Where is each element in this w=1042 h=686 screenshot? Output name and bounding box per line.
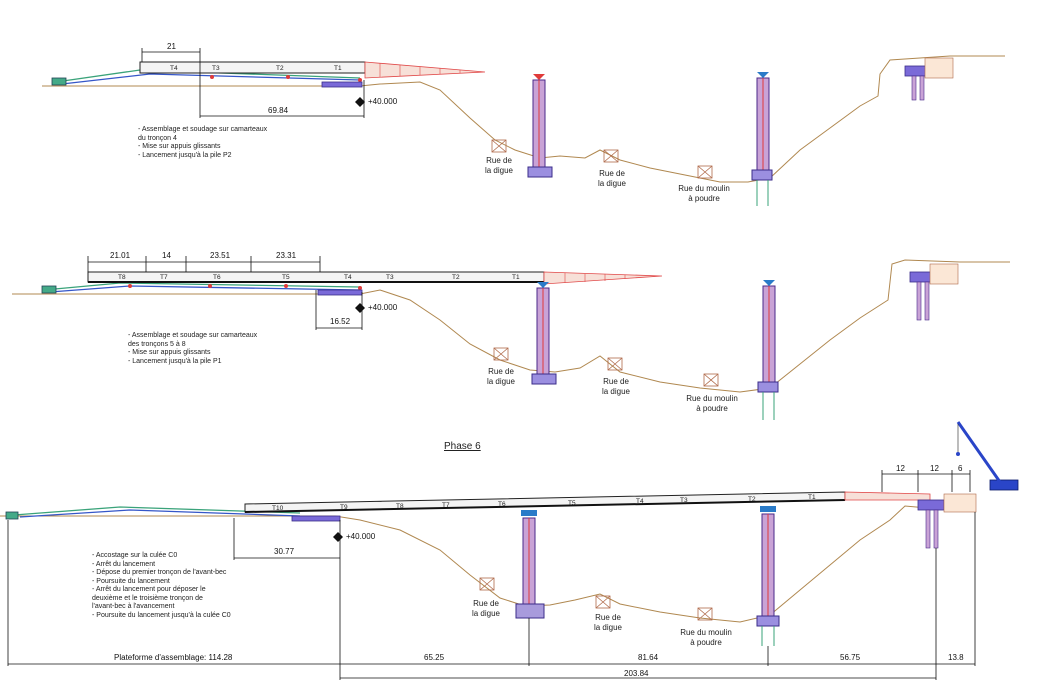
- dim-label: 12: [896, 464, 905, 473]
- dim-label: 21: [167, 42, 176, 51]
- segment-label: T10: [272, 505, 284, 512]
- segment-label: T4: [636, 498, 644, 505]
- segment-label: T8: [118, 274, 126, 281]
- segment-label: T4: [344, 274, 352, 281]
- segment-label: T4: [170, 65, 178, 72]
- segment-label: T6: [498, 501, 506, 508]
- dim-label: 16.52: [330, 317, 351, 326]
- note-line: - Mise sur appuis glissants: [128, 349, 211, 356]
- dim-label: 203.84: [624, 669, 649, 678]
- note-line: - Assemblage et soudage sur camarteaux: [138, 126, 268, 133]
- segment-label: T9: [340, 504, 348, 511]
- dim-label: 65.25: [424, 653, 445, 662]
- dim-label: 23.31: [276, 251, 297, 260]
- note-line: - Poursuite du lancement: [92, 577, 170, 585]
- note-line: du tronçon 4: [138, 134, 177, 142]
- notes-panel-3: - Accostage sur la culée C0 - Arrêt du l…: [92, 552, 231, 620]
- note-line: - Mise sur appuis glissants: [138, 143, 221, 150]
- crane-icon: [989, 479, 1019, 491]
- dim-label: 6: [958, 464, 963, 473]
- segment-label: T2: [276, 65, 284, 72]
- note-line: deuxième et le troisième tronçon de: [92, 594, 203, 602]
- platform-block: [51, 77, 67, 86]
- note-line: des tronçons 5 à 8: [128, 340, 186, 348]
- segment-label: T3: [212, 65, 220, 72]
- segment-label: T5: [282, 274, 290, 281]
- segment-label: T6: [213, 274, 221, 281]
- deck-panel-2: [87, 271, 545, 283]
- segment-label: T7: [160, 274, 168, 281]
- segment-label: T2: [748, 496, 756, 503]
- note-line: l'avant-bec à l'avancement: [92, 603, 175, 610]
- elevation-label: +40.000: [368, 97, 398, 106]
- segment-label: T3: [680, 497, 688, 504]
- notes-panel-2: - Assemblage et soudage sur camarteaux d…: [128, 332, 257, 366]
- dim-label: 12: [930, 464, 939, 473]
- panel-3: T10 T9 T8 T7 T6 T5 T4 T3 T2 T1 12 12 6 3…: [0, 421, 1019, 680]
- dim-label: 69.84: [268, 106, 289, 115]
- note-line: - Lancement jusqu'à la pile P1: [128, 357, 222, 365]
- dim-label: 13.8: [948, 653, 964, 662]
- elevation-label: +40.000: [368, 303, 398, 312]
- dim-label: 81.64: [638, 653, 659, 662]
- panel-1: T4 T3 T2 T1 21 69.84 +40.000: [42, 42, 1005, 206]
- note-line: - Arrêt du lancement: [92, 560, 156, 568]
- dim-label: 14: [162, 251, 171, 260]
- note-line: - Dépose du premier tronçon de l'avant-b…: [92, 569, 227, 576]
- segment-label: T5: [568, 500, 576, 507]
- note-line: - Lancement jusqu'à la pile P2: [138, 151, 232, 159]
- dim-label: 56.75: [840, 653, 861, 662]
- phase-title: Phase 6: [444, 441, 481, 452]
- note-line: - Assemblage et soudage sur camarteaux: [128, 332, 258, 339]
- note-line: - Accostage sur la culée C0: [92, 552, 178, 559]
- dim-label: 23.51: [210, 251, 231, 260]
- elevation-label: +40.000: [346, 532, 376, 541]
- panel-2: T8 T7 T6 T5 T4 T3 T2 T1 21.01 14 23.51 2…: [12, 251, 1010, 420]
- segment-label: T1: [334, 65, 342, 72]
- dim-label: 30.77: [274, 547, 295, 556]
- note-line: - Poursuite du lancement jusqu'à la culé…: [92, 611, 231, 619]
- segment-label: T8: [396, 503, 404, 510]
- dim-label: Plateforme d'assemblage: 114.28: [114, 653, 233, 662]
- segment-label: T7: [442, 502, 450, 509]
- segment-label: T1: [512, 274, 520, 281]
- note-line: - Arrêt du lancement pour déposer le: [92, 586, 206, 593]
- dim-label: 21.01: [110, 251, 131, 260]
- segment-label: T1: [808, 494, 816, 501]
- notes-panel-1: - Assemblage et soudage sur camarteaux d…: [138, 126, 267, 160]
- segment-label: T3: [386, 274, 394, 281]
- segment-label: T2: [452, 274, 460, 281]
